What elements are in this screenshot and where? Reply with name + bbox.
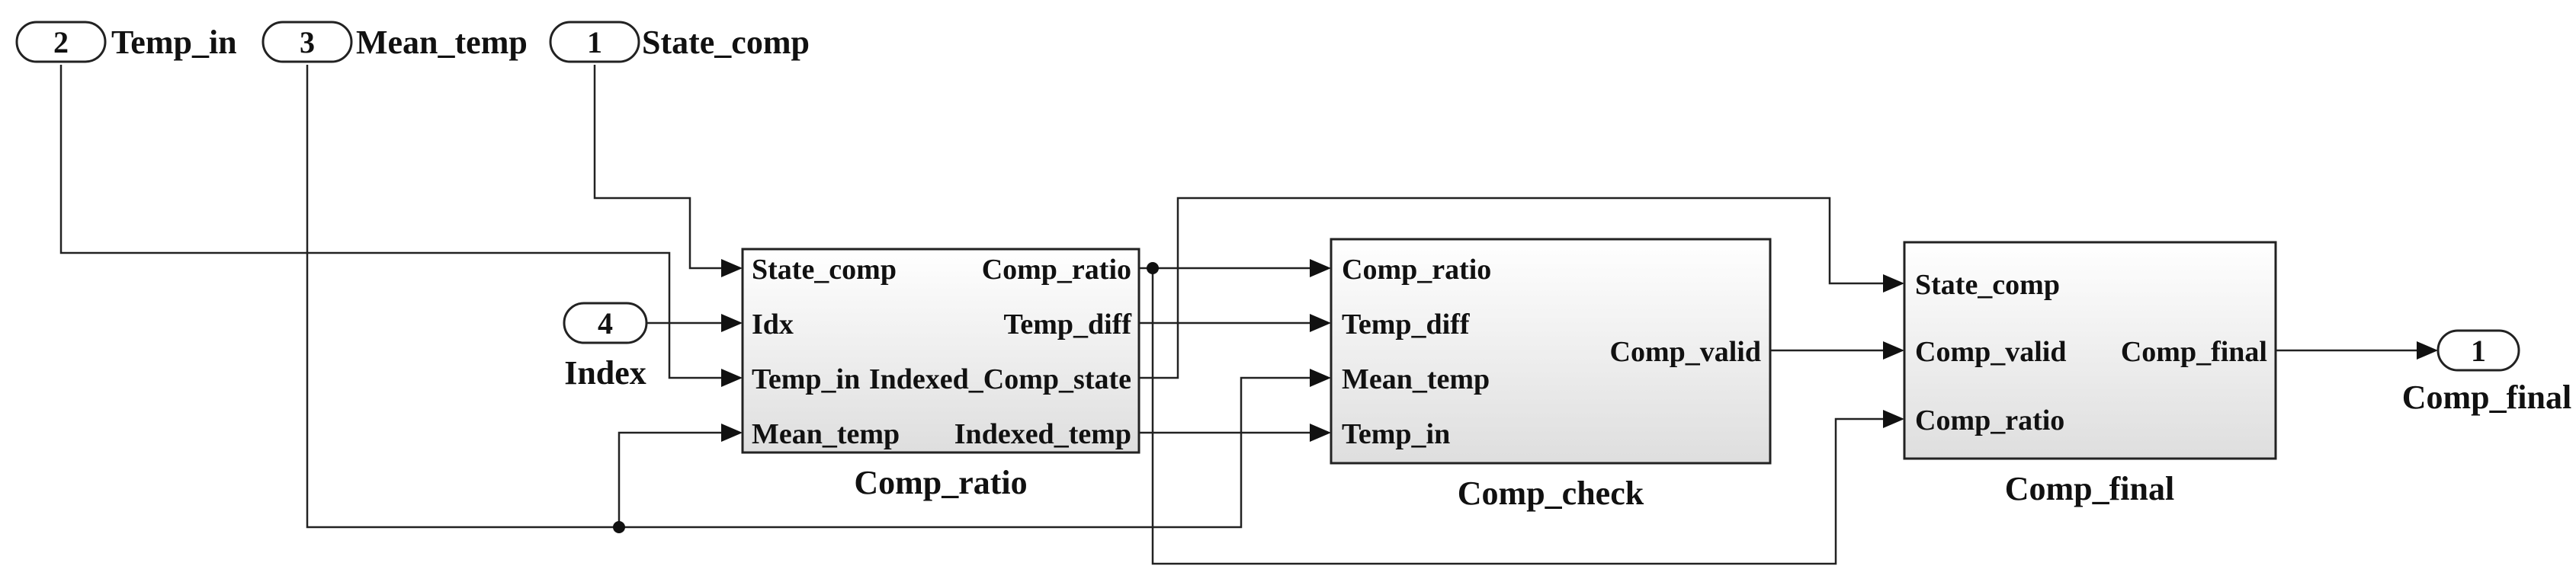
inport-state-comp[interactable]: 1 State_comp <box>549 21 810 63</box>
input-port-label: Comp_valid <box>1915 336 2066 368</box>
signal-lines <box>59 65 2438 565</box>
inport-label: State_comp <box>642 24 810 61</box>
outport-terminal[interactable] <box>2436 329 2520 372</box>
outport-number: 1 <box>2471 334 2486 368</box>
inport-number: 1 <box>587 25 602 59</box>
wire-state-comp <box>593 65 723 270</box>
block-comp-ratio[interactable]: State_comp Idx Temp_in Mean_temp Comp_ra… <box>741 248 1140 501</box>
block-body[interactable] <box>1903 241 2277 460</box>
outport-comp-final[interactable]: 1 Comp_final <box>2402 329 2571 416</box>
wire-indexed-comp-state-arrowhead <box>1883 274 1904 293</box>
output-port-label: Temp_diff <box>1003 309 1132 341</box>
output-port-label: Comp_valid <box>1610 336 1761 368</box>
input-port-label: Temp_in <box>752 363 860 395</box>
inport-mean-temp[interactable]: 3 Mean_temp <box>261 21 528 63</box>
output-port-label: Indexed_temp <box>954 418 1131 450</box>
block-title: Comp_check <box>1458 475 1644 512</box>
inport-number: 3 <box>300 25 315 59</box>
input-port-label: Temp_in <box>1342 418 1450 450</box>
wire-temp-in-arrowhead <box>721 369 743 387</box>
wire-indexed-temp-arrowhead <box>1310 424 1331 442</box>
wire-comp-valid-arrowhead <box>1883 341 1904 360</box>
input-port-label: Mean_temp <box>1342 363 1490 395</box>
inport-terminal[interactable] <box>15 21 107 63</box>
wire-comp-ratio-arrowhead <box>1883 410 1904 428</box>
wire-temp-diff-arrowhead <box>1310 314 1331 332</box>
wire-comp-ratio-branch <box>1151 268 1883 565</box>
inport-number: 4 <box>598 306 613 341</box>
junction-dot <box>1147 262 1159 274</box>
block-comp-final[interactable]: State_comp Comp_valid Comp_ratio Comp_fi… <box>1903 241 2277 507</box>
inport-index[interactable]: 4 Index <box>563 302 648 392</box>
inport-label: Mean_temp <box>356 24 528 61</box>
wire-mean-temp-arrowhead <box>721 424 743 442</box>
input-port-label: Temp_diff <box>1342 309 1471 341</box>
output-port-label: Indexed_Comp_state <box>869 363 1131 395</box>
wire-mean-temp-arrowhead <box>1310 369 1331 387</box>
inport-temp-in[interactable]: 2 Temp_in <box>15 21 237 63</box>
input-port-label: Idx <box>752 309 794 341</box>
inport-terminal[interactable] <box>261 21 353 63</box>
block-title: Comp_ratio <box>854 464 1027 501</box>
inport-label: Temp_in <box>111 24 237 61</box>
wire-indexed-comp-state <box>1139 197 1883 379</box>
block-body[interactable] <box>741 248 1140 454</box>
block-comp-check[interactable]: Comp_ratio Temp_diff Mean_temp Temp_in C… <box>1330 238 1772 512</box>
block-body[interactable] <box>1330 238 1772 465</box>
output-port-label: Comp_ratio <box>982 254 1131 286</box>
inport-terminal[interactable] <box>549 21 640 63</box>
wire-comp-final-arrowhead <box>2417 341 2438 360</box>
wire-temp-in <box>59 65 723 379</box>
wire-mean-temp-branch <box>618 431 723 527</box>
input-port-label: State_comp <box>752 254 897 286</box>
wire-mean-temp <box>306 65 1310 529</box>
wire-index-arrowhead <box>721 314 743 332</box>
junction-dot <box>613 521 625 533</box>
input-port-label: Comp_ratio <box>1915 405 2064 437</box>
block-title: Comp_final <box>2005 470 2174 507</box>
input-port-label: Comp_ratio <box>1342 254 1491 286</box>
wire-comp-ratio-arrowhead <box>1310 259 1331 277</box>
outport-label: Comp_final <box>2402 379 2571 416</box>
inport-terminal[interactable] <box>563 302 648 344</box>
input-port-label: Mean_temp <box>752 418 900 450</box>
inport-label: Index <box>564 354 646 392</box>
input-port-label: State_comp <box>1915 269 2060 301</box>
wire-state-comp-arrowhead <box>721 259 743 277</box>
inport-number: 2 <box>53 25 69 59</box>
output-port-label: Comp_final <box>2121 336 2267 368</box>
